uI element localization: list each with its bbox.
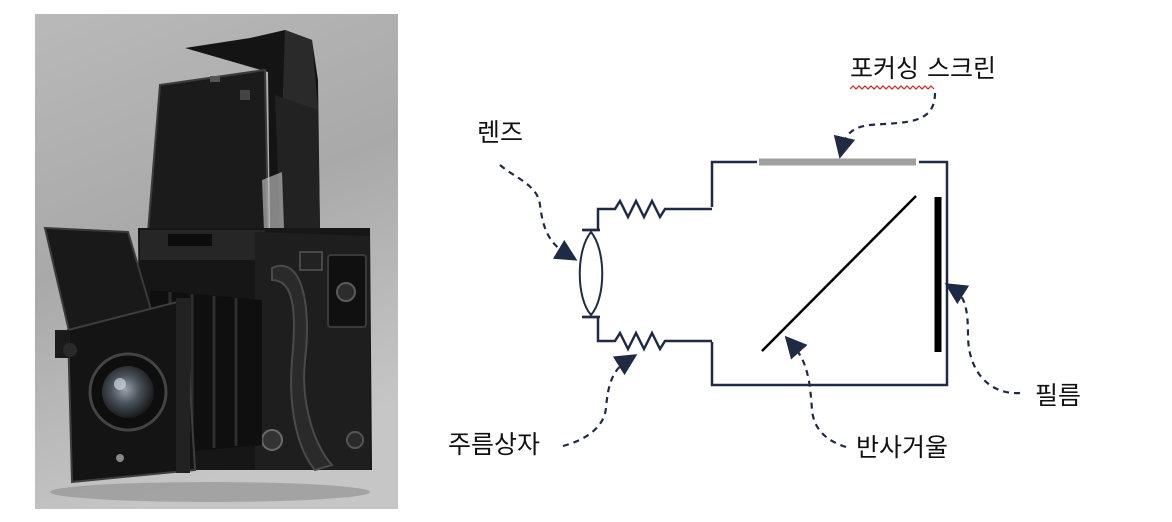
camera-front-standard — [43, 226, 197, 484]
arrow-mirror — [784, 335, 847, 449]
label-lens: 렌즈 — [477, 118, 524, 147]
reflex-mirror — [761, 195, 917, 352]
camera-box-outline — [710, 160, 949, 387]
arrow-film — [944, 283, 1021, 395]
camera-photo — [35, 14, 398, 509]
spellcheck-underline — [850, 85, 935, 90]
callout-arrows — [499, 92, 1021, 449]
label-focusing-screen: 포커싱 스크린 — [850, 54, 996, 83]
schematic — [578, 160, 949, 387]
label-mirror: 반사거울 — [856, 433, 949, 462]
camera-hood — [146, 30, 320, 234]
label-film: 필름 — [1035, 381, 1082, 410]
label-bellows: 주름상자 — [448, 430, 541, 459]
arrow-bellows — [562, 354, 638, 448]
lens-shape — [578, 230, 604, 317]
arrow-lens — [499, 164, 578, 261]
lens-glass — [102, 366, 154, 418]
bellows-lower-arm — [583, 315, 712, 352]
arrow-focusing-screen — [833, 92, 937, 159]
bellows-upper-arm — [583, 198, 712, 232]
